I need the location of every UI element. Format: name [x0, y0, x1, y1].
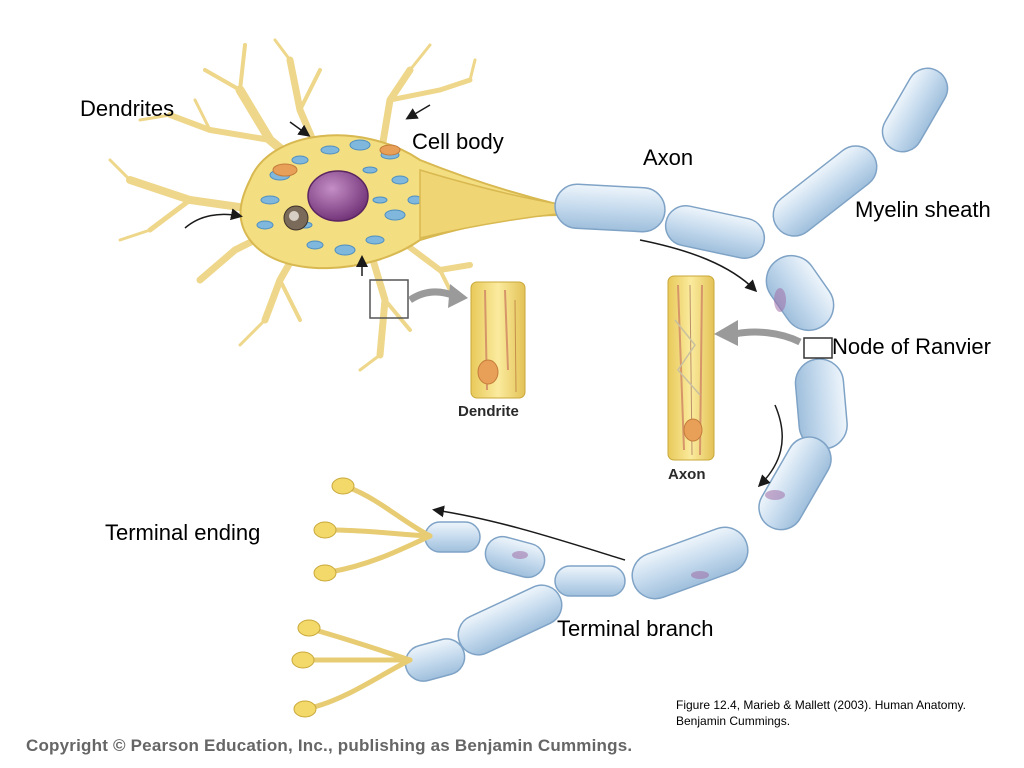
axon-inset: [667, 275, 715, 461]
axon-hillock: [419, 168, 566, 239]
label-cell-body: Cell body: [412, 129, 504, 154]
label-axon: Axon: [643, 145, 694, 170]
label-myelin-sheath: Myelin sheath: [855, 197, 991, 222]
inset-caption-dendrite: Dendrite: [458, 403, 519, 420]
nucleus: [307, 170, 369, 222]
dendrite-zoom-arrow: [408, 288, 457, 303]
label-node-of-ranvier: Node of Ranvier: [832, 334, 991, 359]
label-dendrites: Dendrites: [80, 96, 175, 121]
inset-caption-axon: Axon: [668, 466, 706, 483]
copyright-notice: Copyright © Pearson Education, Inc., pub…: [26, 736, 633, 755]
terminal-knobs: [291, 477, 355, 718]
axon-terminals: [307, 485, 433, 711]
schwann-nuclei: [512, 288, 786, 579]
axon-zoom-arrow: [734, 328, 802, 346]
cell-body: [239, 134, 561, 270]
node-zoom-box: [803, 337, 833, 359]
label-terminal-branch: Terminal branch: [557, 616, 714, 641]
dendrite-inset: [470, 281, 526, 399]
label-terminal-ending: Terminal ending: [105, 520, 261, 545]
myelin-sheath-segments: [404, 67, 949, 682]
dendrite-branches: [108, 38, 477, 372]
dendrite-zoom-box: [369, 279, 409, 319]
flow-arrows: [184, 104, 783, 561]
figure-credit: Figure 12.4, Marieb & Mallett (2003). Hu…: [676, 698, 966, 728]
